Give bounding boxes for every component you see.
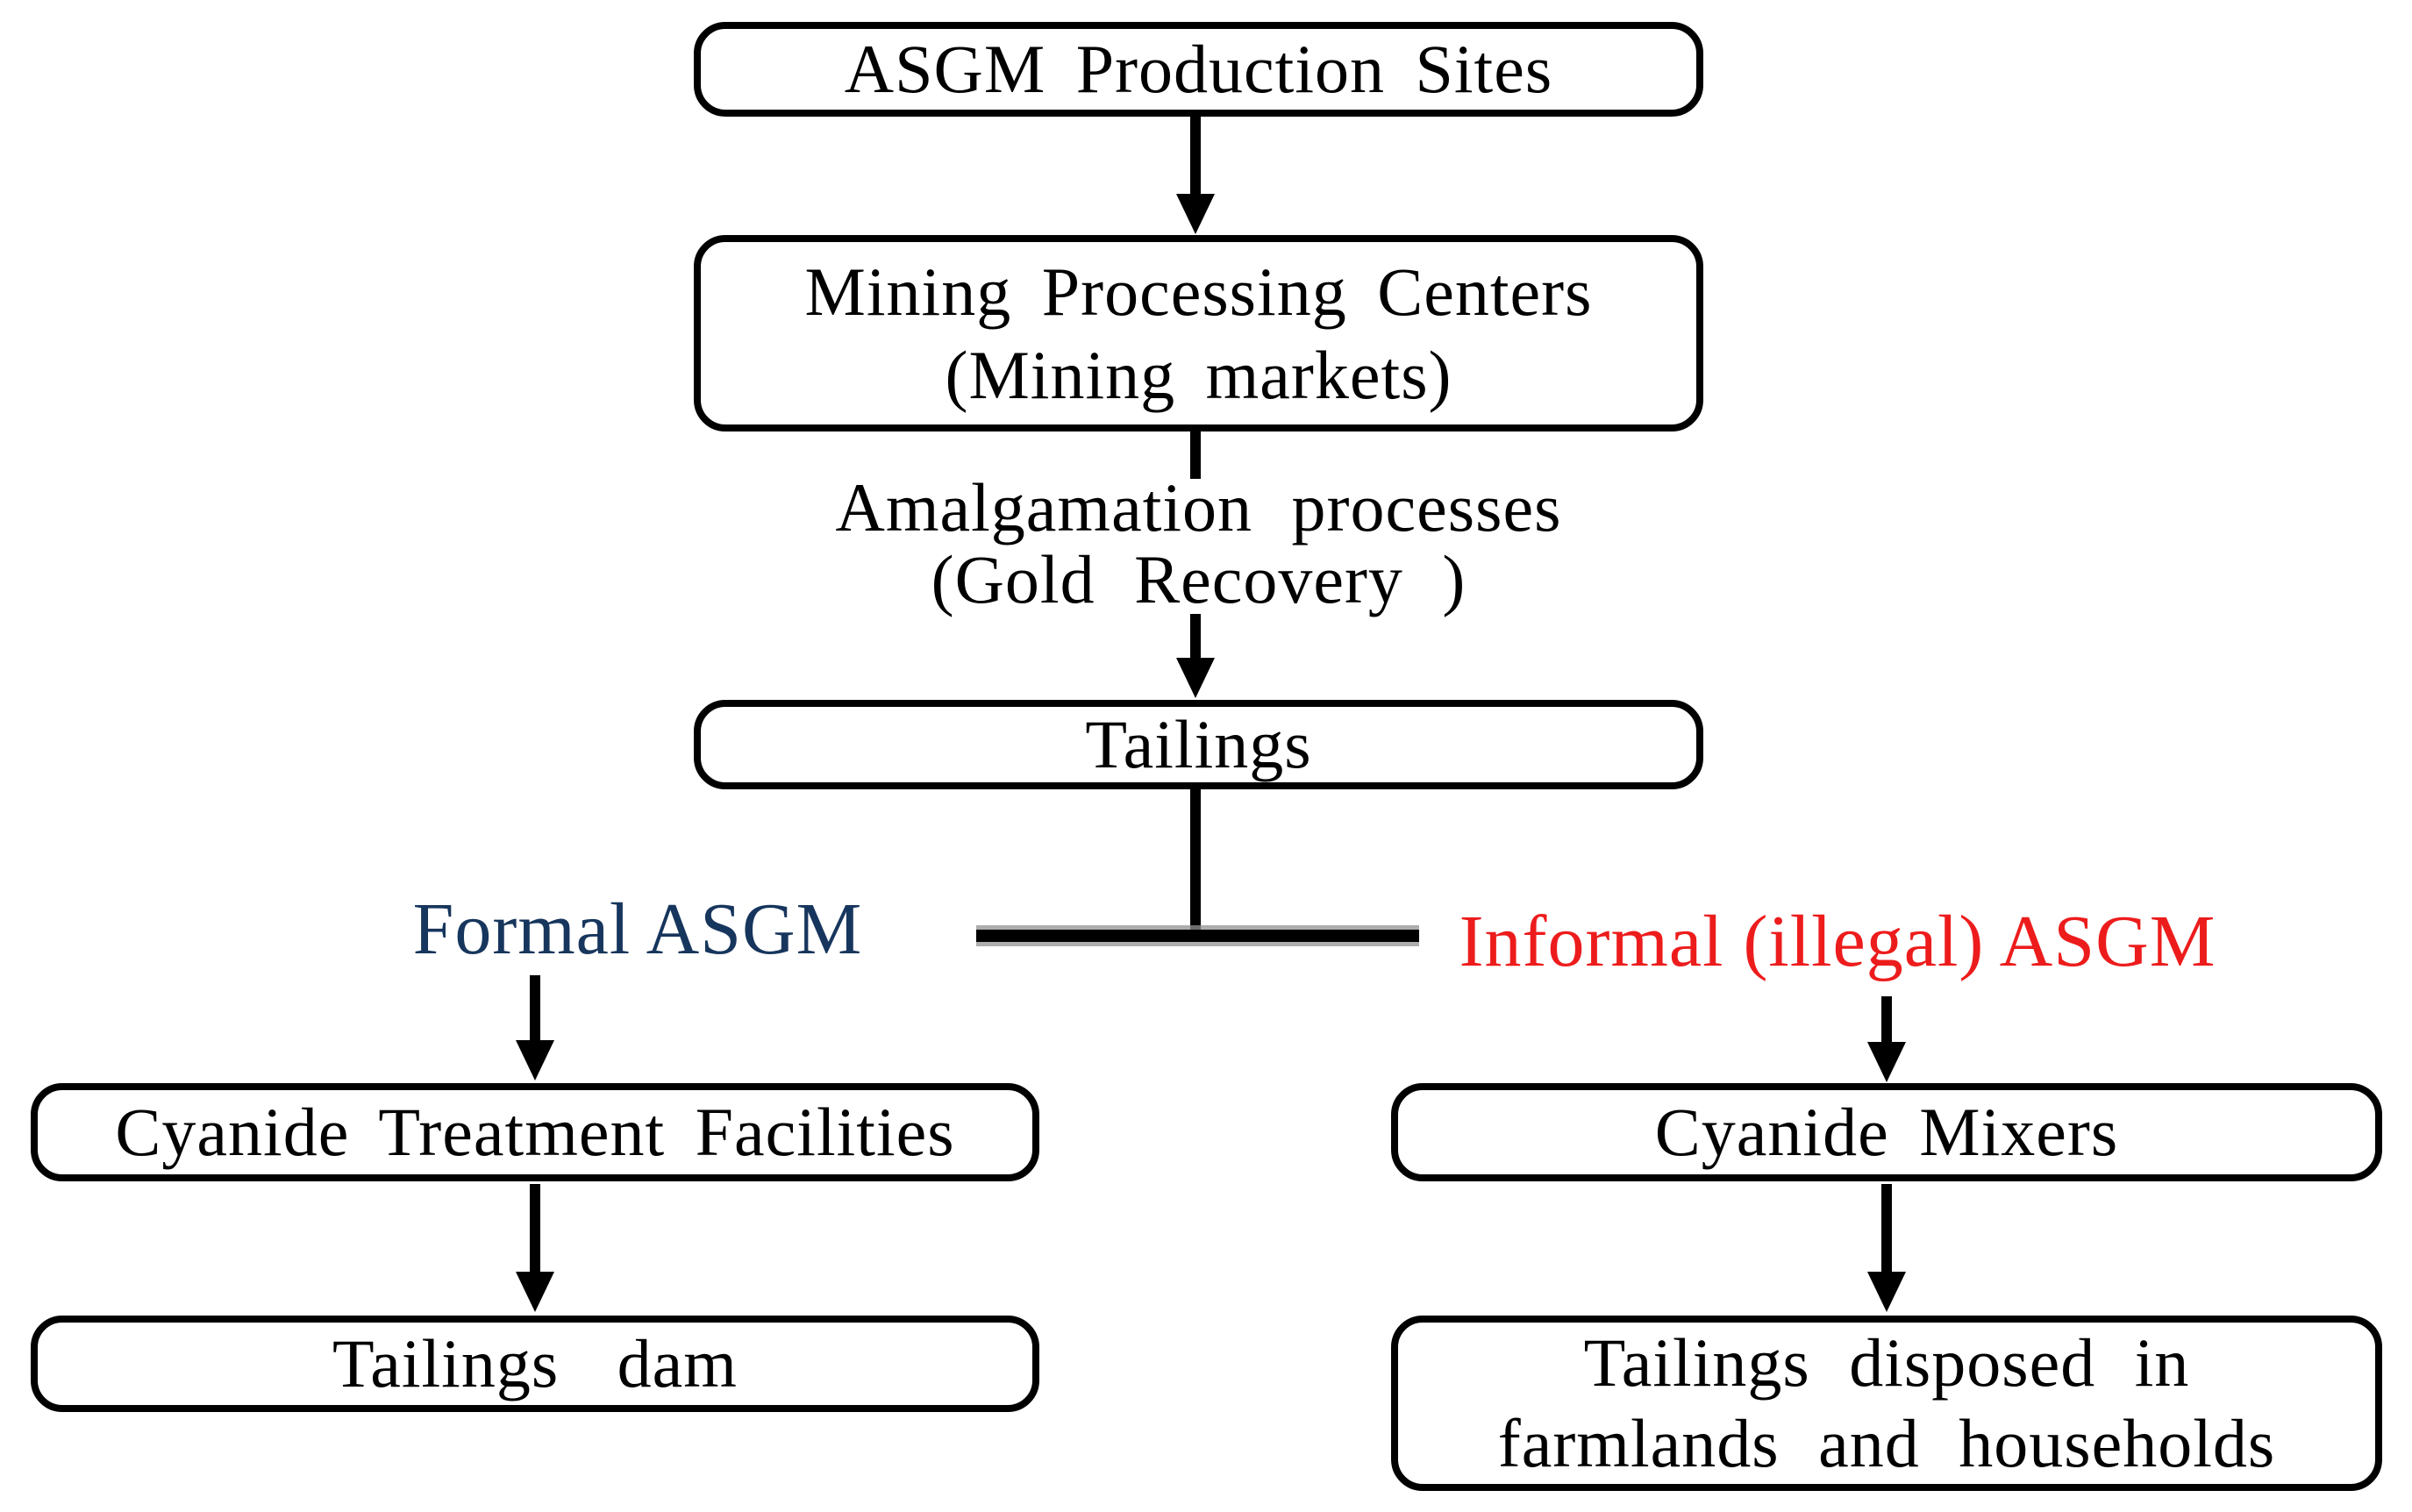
- arrow-shaft: [1190, 614, 1201, 660]
- node-cyanide-mixers: Cyanide Mixers: [1391, 1083, 2382, 1181]
- node-tailings-disposed: Tailings disposed in farmlands and house…: [1391, 1316, 2382, 1491]
- label-formal-asgm: Formal ASGM: [412, 888, 863, 970]
- node-cyanide-treatment-facilities: Cyanide Treatment Facilities: [31, 1083, 1039, 1181]
- arrow-head-icon: [516, 1272, 554, 1312]
- node-label-line1: Tailings disposed in: [1583, 1323, 2190, 1401]
- node-label: Tailings: [1085, 706, 1312, 783]
- arrow-informal-to-cyanide-mixers: [1866, 996, 1908, 1082]
- arrow-treatment-to-tailings-dam: [514, 1184, 556, 1312]
- node-tailings-dam: Tailings dam: [31, 1316, 1039, 1412]
- arrow-amalgamation-to-tailings: [1174, 614, 1217, 698]
- arrow-head-icon: [1176, 194, 1215, 234]
- connector-tailings-to-junction: [1190, 788, 1201, 938]
- node-label: Tailings dam: [332, 1325, 738, 1402]
- branch-junction-line: [976, 930, 1419, 942]
- arrow-shaft: [1881, 996, 1892, 1044]
- arrow-production-to-processing: [1174, 117, 1217, 234]
- node-label: Cyanide Mixers: [1654, 1094, 2119, 1171]
- arrow-head-icon: [1867, 1272, 1906, 1312]
- amalgamation-line1: Amalgamation processes: [835, 469, 1562, 546]
- connector-processing-to-amalgamation: [1190, 428, 1201, 479]
- node-asgm-production-sites: ASGM Production Sites: [694, 22, 1703, 117]
- arrow-formal-to-cyanide-treatment: [514, 975, 556, 1081]
- arrow-head-icon: [1176, 658, 1215, 698]
- label-informal-asgm: Informal (illegal) ASGM: [1459, 901, 2216, 982]
- node-label-line2: (Mining markets): [945, 337, 1452, 413]
- arrow-head-icon: [1867, 1042, 1906, 1082]
- node-mining-processing-centers: Mining Processing Centers (Mining market…: [694, 235, 1703, 431]
- arrow-shaft: [1190, 117, 1201, 196]
- arrow-head-icon: [516, 1040, 554, 1081]
- node-tailings: Tailings: [694, 700, 1703, 789]
- arrow-shaft: [530, 975, 540, 1042]
- arrow-shaft: [1881, 1184, 1892, 1273]
- node-label: ASGM Production Sites: [844, 31, 1553, 108]
- node-label-line1: Mining Processing Centers: [804, 253, 1593, 330]
- node-label: Cyanide Treatment Facilities: [115, 1094, 955, 1171]
- label-amalgamation-processes: Amalgamation processes (Gold Recovery ): [650, 472, 1747, 616]
- arrow-shaft: [530, 1184, 540, 1273]
- node-label-line2: farmlands and households: [1497, 1405, 2276, 1481]
- arrow-mixers-to-tailings-disposed: [1866, 1184, 1908, 1312]
- amalgamation-line2: (Gold Recovery ): [931, 540, 1466, 617]
